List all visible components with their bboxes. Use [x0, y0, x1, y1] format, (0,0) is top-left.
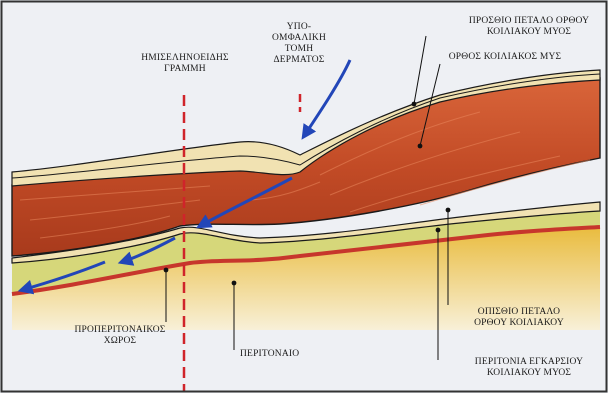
label-hypo-omphalic-incision: ΥΠΟ- ΟΜΦΑΛΙΚΗ ΤΟΜΗ ΔΕΡΜΑΤΟΣ	[254, 22, 344, 66]
incision-arrow	[304, 60, 350, 136]
label-peritoneum: ΠΕΡΙΤΟΝΑΙΟ	[240, 349, 320, 360]
label-anterior-rectus-sheath: ΠΡΟΣΘΙΟ ΠΕΤΑΛΟ ΟΡΘΟΥ ΚΟΙΛΙΑΚΟΥ ΜΥΟΣ	[454, 16, 604, 38]
leader-anterior-sheath	[414, 36, 426, 104]
label-posterior-rectus-sheath: ΟΠΙΣΘΙΟ ΠΕΤΑΛΟ ΟΡΘΟΥ ΚΟΙΛΙΑΚΟΥ	[454, 307, 584, 329]
label-rectus-abdominis: ΟΡΘΟΣ ΚΟΙΛΙΑΚΟΣ ΜΥΣ	[440, 52, 570, 63]
label-transversalis-fascia: ΠΕΡΙΤΟΝΙΑ ΕΓΚΑΡΣΙΟΥ ΚΟΙΛΙΑΚΟΥ ΜΥΟΣ	[454, 357, 604, 379]
label-semilunar-line: ΗΜΙΣΕΛΗΝΟΕΙΔΗΣ ΓΡΑΜΜΗ	[126, 53, 244, 75]
label-preperitoneal-space: ΠΡΟΠΕΡΙΤΟΝΑΙΚΟΣ ΧΩΡΟΣ	[60, 325, 180, 347]
